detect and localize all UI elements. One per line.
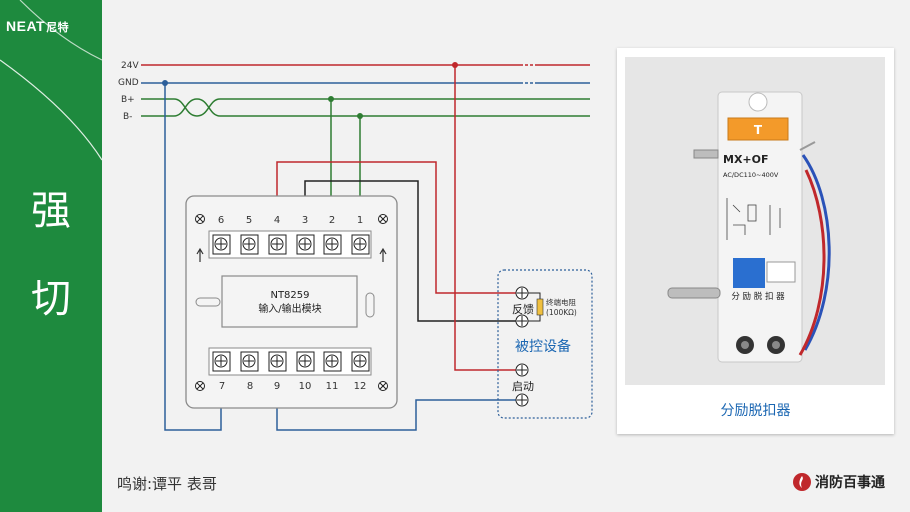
brand-latin: NEAT [6, 18, 46, 34]
side-title-char-2: 切 [31, 276, 71, 322]
resistor-label: 终端电阻 [546, 297, 576, 307]
fire-logo-icon [793, 473, 811, 491]
arrow-up-right-icon [379, 247, 387, 262]
io-module: NT8259 输入/输出模块 6 5 4 3 2 1 7 8 9 10 11 [185, 195, 398, 409]
controlled-device: 终端电阻 (100KΩ) 反馈 被控设备 启动 [497, 269, 593, 419]
side-title-char-1: 强 [31, 188, 71, 234]
terminal-screw-4 [268, 234, 287, 255]
terminal-label-6: 6 [218, 215, 224, 226]
terminal-screw-8 [240, 351, 259, 372]
corner-screws [195, 214, 388, 391]
wire-red-photo [798, 169, 826, 356]
sidebar-arcs [0, 0, 102, 161]
device-terminal-start-2 [515, 393, 529, 407]
terminal-screw-6 [212, 234, 231, 255]
sidebar: NEAT尼特 强 切 [0, 0, 102, 512]
wire-feedback-red [276, 161, 522, 294]
device-terminal-start-1 [515, 363, 529, 377]
wire-start-blue [276, 399, 522, 431]
footer-logo: 消防百事通 [792, 472, 885, 492]
footer-logo-text: 消防百事通 [815, 475, 885, 491]
orange-tab [727, 117, 789, 141]
device-voltage-label: AC/DC110~400V [723, 171, 779, 179]
terminal-label-9: 9 [274, 381, 280, 392]
terminal-screw-10 [296, 351, 315, 372]
wire-feedback-black [304, 180, 522, 322]
terminal-screw-7 [212, 351, 231, 372]
wiring-diagram: 24V GND B+ B- NT8 [118, 61, 593, 431]
terminal-screw-3 [296, 234, 315, 255]
device-terminal-feedback-1 [515, 286, 529, 300]
bus-label-bminus: B- [123, 112, 132, 122]
wire-gnd-blue [164, 83, 222, 431]
device-title: 被控设备 [515, 338, 571, 355]
terminal-screw-12 [351, 351, 370, 372]
terminal-label-3: 3 [302, 215, 308, 226]
wire-blue-photo [801, 154, 831, 351]
device-model-label: MX+OF [723, 153, 769, 166]
terminal-label-5: 5 [246, 215, 252, 226]
shunt-trip-photo-card: T MX+OF AC/DC110~400V 分 励 脱 扣 器 分励脱扣器 [617, 48, 894, 434]
credits-text: 鸣谢:谭平 表哥 [117, 475, 217, 493]
terminal-screw-11 [323, 351, 342, 372]
terminal-label-1: 1 [357, 215, 363, 226]
device-bottom-label: 分 励 脱 扣 器 [731, 291, 785, 302]
photo-caption: 分励脱扣器 [720, 403, 791, 419]
bus-b-minus-line [141, 98, 590, 117]
brand-cn: 尼特 [46, 22, 70, 34]
shunt-trip-photo: T MX+OF AC/DC110~400V 分 励 脱 扣 器 [625, 57, 885, 385]
terminal-label-8: 8 [247, 381, 253, 392]
brand-logo: NEAT尼特 [6, 18, 69, 35]
terminal-label-11: 11 [326, 381, 339, 392]
start-label: 启动 [512, 380, 534, 393]
terminal-screw-9 [268, 351, 287, 372]
terminal-screw-1 [351, 234, 370, 255]
module-model: NT8259 [270, 290, 309, 301]
terminal-label-4: 4 [274, 215, 280, 226]
terminal-screw-2 [323, 234, 342, 255]
arrow-up-left-icon [196, 247, 204, 262]
device-terminal-feedback-2 [515, 314, 529, 328]
terminal-label-7: 7 [219, 381, 225, 392]
bus-b-plus-line [141, 98, 590, 117]
bus-label-24v: 24V [121, 61, 139, 71]
orange-tab-label: T [754, 123, 763, 137]
bus-label-bplus: B+ [121, 95, 135, 105]
terminal-label-2: 2 [329, 215, 335, 226]
module-name: 输入/输出模块 [258, 302, 321, 315]
wire-start-red [454, 65, 522, 371]
resistor-value: (100KΩ) [546, 308, 577, 317]
feedback-label: 反馈 [512, 303, 534, 316]
terminal-resistor-icon [536, 298, 544, 316]
bus-label-gnd: GND [118, 78, 139, 88]
blue-indicator [733, 258, 765, 288]
terminal-screw-5 [240, 234, 259, 255]
terminal-label-10: 10 [299, 381, 312, 392]
terminal-label-12: 12 [354, 381, 367, 392]
